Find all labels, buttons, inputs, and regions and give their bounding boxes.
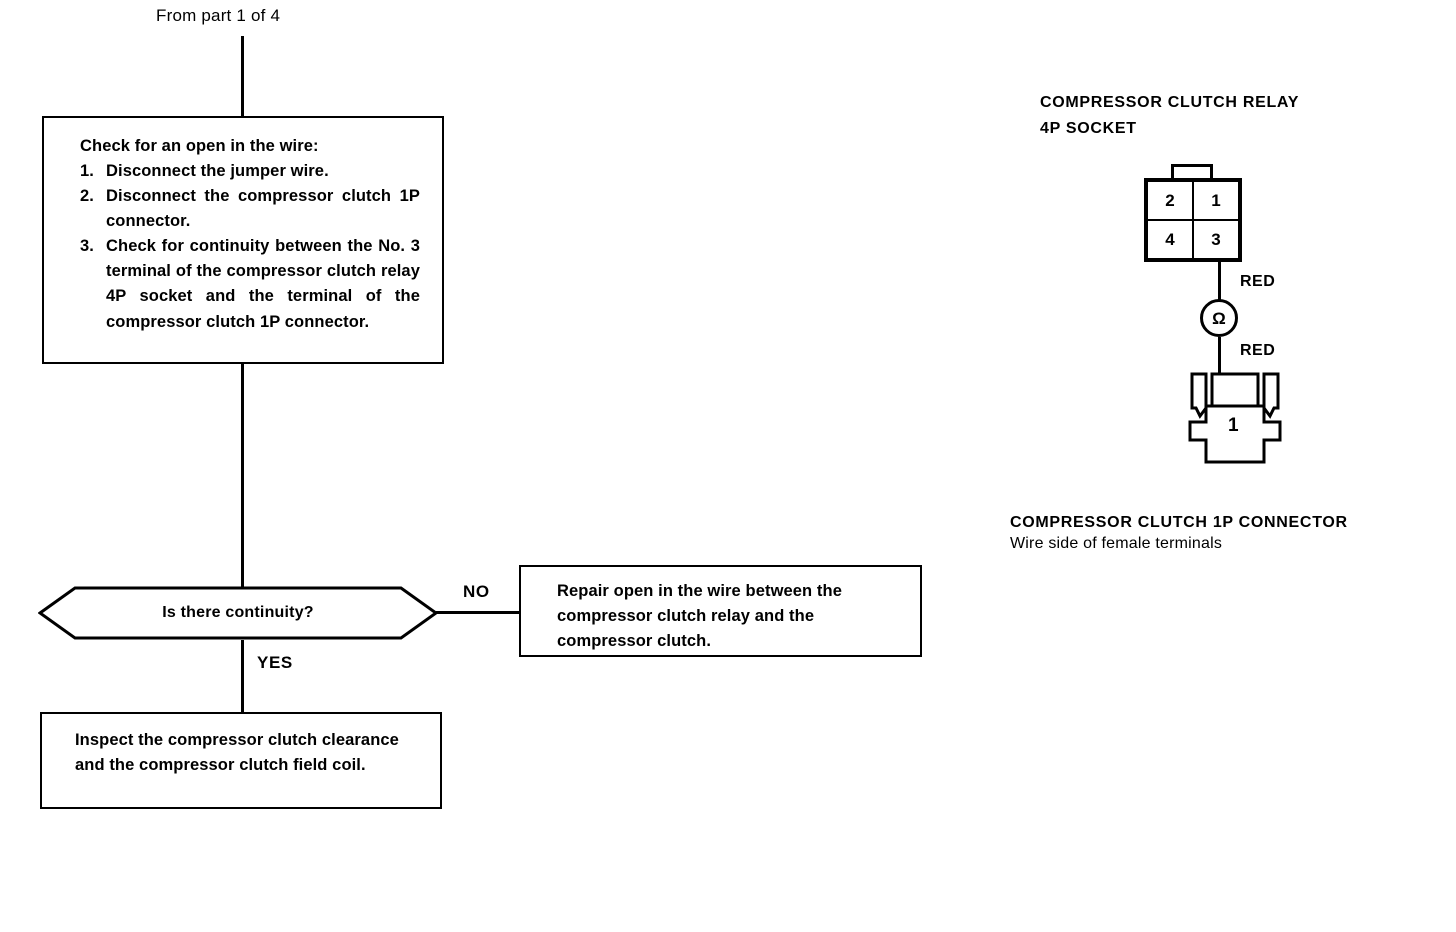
connector-terminal-number: 1 bbox=[1228, 415, 1239, 436]
socket-pin-4: 4 bbox=[1147, 220, 1193, 259]
check-open-heading: Check for an open in the wire: bbox=[80, 137, 319, 155]
clutch-1p-connector-shape bbox=[1188, 372, 1282, 464]
step-3-text: Check for continuity between the No. 3 t… bbox=[106, 237, 420, 331]
repair-open-text: Repair open in the wire between the comp… bbox=[557, 582, 842, 651]
decision-continuity: Is there continuity? bbox=[37, 586, 439, 640]
entry-label: From part 1 of 4 bbox=[156, 6, 281, 25]
relay-4p-socket: 2 1 4 3 bbox=[1144, 178, 1242, 262]
step-1-text: Disconnect the jumper wire. bbox=[106, 162, 329, 181]
connector-yes-branch bbox=[241, 640, 244, 712]
step-2-number: 2. bbox=[80, 187, 94, 206]
wire-socket-to-meter bbox=[1218, 262, 1221, 300]
connector-subtitle: Wire side of female terminals bbox=[1010, 535, 1223, 552]
connector-entry-to-check-box bbox=[241, 36, 244, 116]
socket-pin-3: 3 bbox=[1193, 220, 1239, 259]
step-3-number: 3. bbox=[80, 237, 94, 256]
decision-question: Is there continuity? bbox=[162, 604, 314, 621]
wire-meter-to-connector bbox=[1218, 337, 1221, 373]
no-branch-label: NO bbox=[463, 582, 490, 601]
ohmmeter-icon: Ω bbox=[1200, 299, 1238, 337]
socket-pin-2: 2 bbox=[1147, 181, 1193, 220]
relay-socket-title-line2: 4P SOCKET bbox=[1040, 120, 1137, 137]
check-open-box: Check for an open in the wire: 1. Discon… bbox=[42, 116, 444, 364]
connector-no-branch bbox=[436, 611, 520, 614]
wire-label-red-top: RED bbox=[1240, 273, 1276, 290]
yes-branch-label: YES bbox=[257, 653, 293, 672]
connector-check-box-to-decision bbox=[241, 364, 244, 590]
wire-label-red-bottom: RED bbox=[1240, 342, 1276, 359]
connector-title: COMPRESSOR CLUTCH 1P CONNECTOR bbox=[1010, 514, 1348, 531]
socket-keying-tab bbox=[1171, 164, 1213, 180]
socket-pin-1: 1 bbox=[1193, 181, 1239, 220]
step-1-number: 1. bbox=[80, 162, 94, 181]
check-open-step-2: 2. Disconnect the compressor clutch 1P c… bbox=[80, 184, 420, 234]
check-open-content: Check for an open in the wire: 1. Discon… bbox=[80, 134, 420, 335]
inspect-clutch-box: Inspect the compressor clutch clearance … bbox=[40, 712, 442, 809]
clutch-1p-connector: 1 bbox=[1184, 368, 1286, 470]
inspect-clutch-text: Inspect the compressor clutch clearance … bbox=[75, 731, 399, 775]
check-open-step-3: 3. Check for continuity between the No. … bbox=[80, 234, 420, 334]
step-2-text: Disconnect the compressor clutch 1P conn… bbox=[106, 187, 420, 231]
check-open-step-1: 1. Disconnect the jumper wire. bbox=[80, 159, 420, 184]
repair-open-box: Repair open in the wire between the comp… bbox=[519, 565, 922, 657]
relay-socket-title-line1: COMPRESSOR CLUTCH RELAY bbox=[1040, 94, 1300, 111]
